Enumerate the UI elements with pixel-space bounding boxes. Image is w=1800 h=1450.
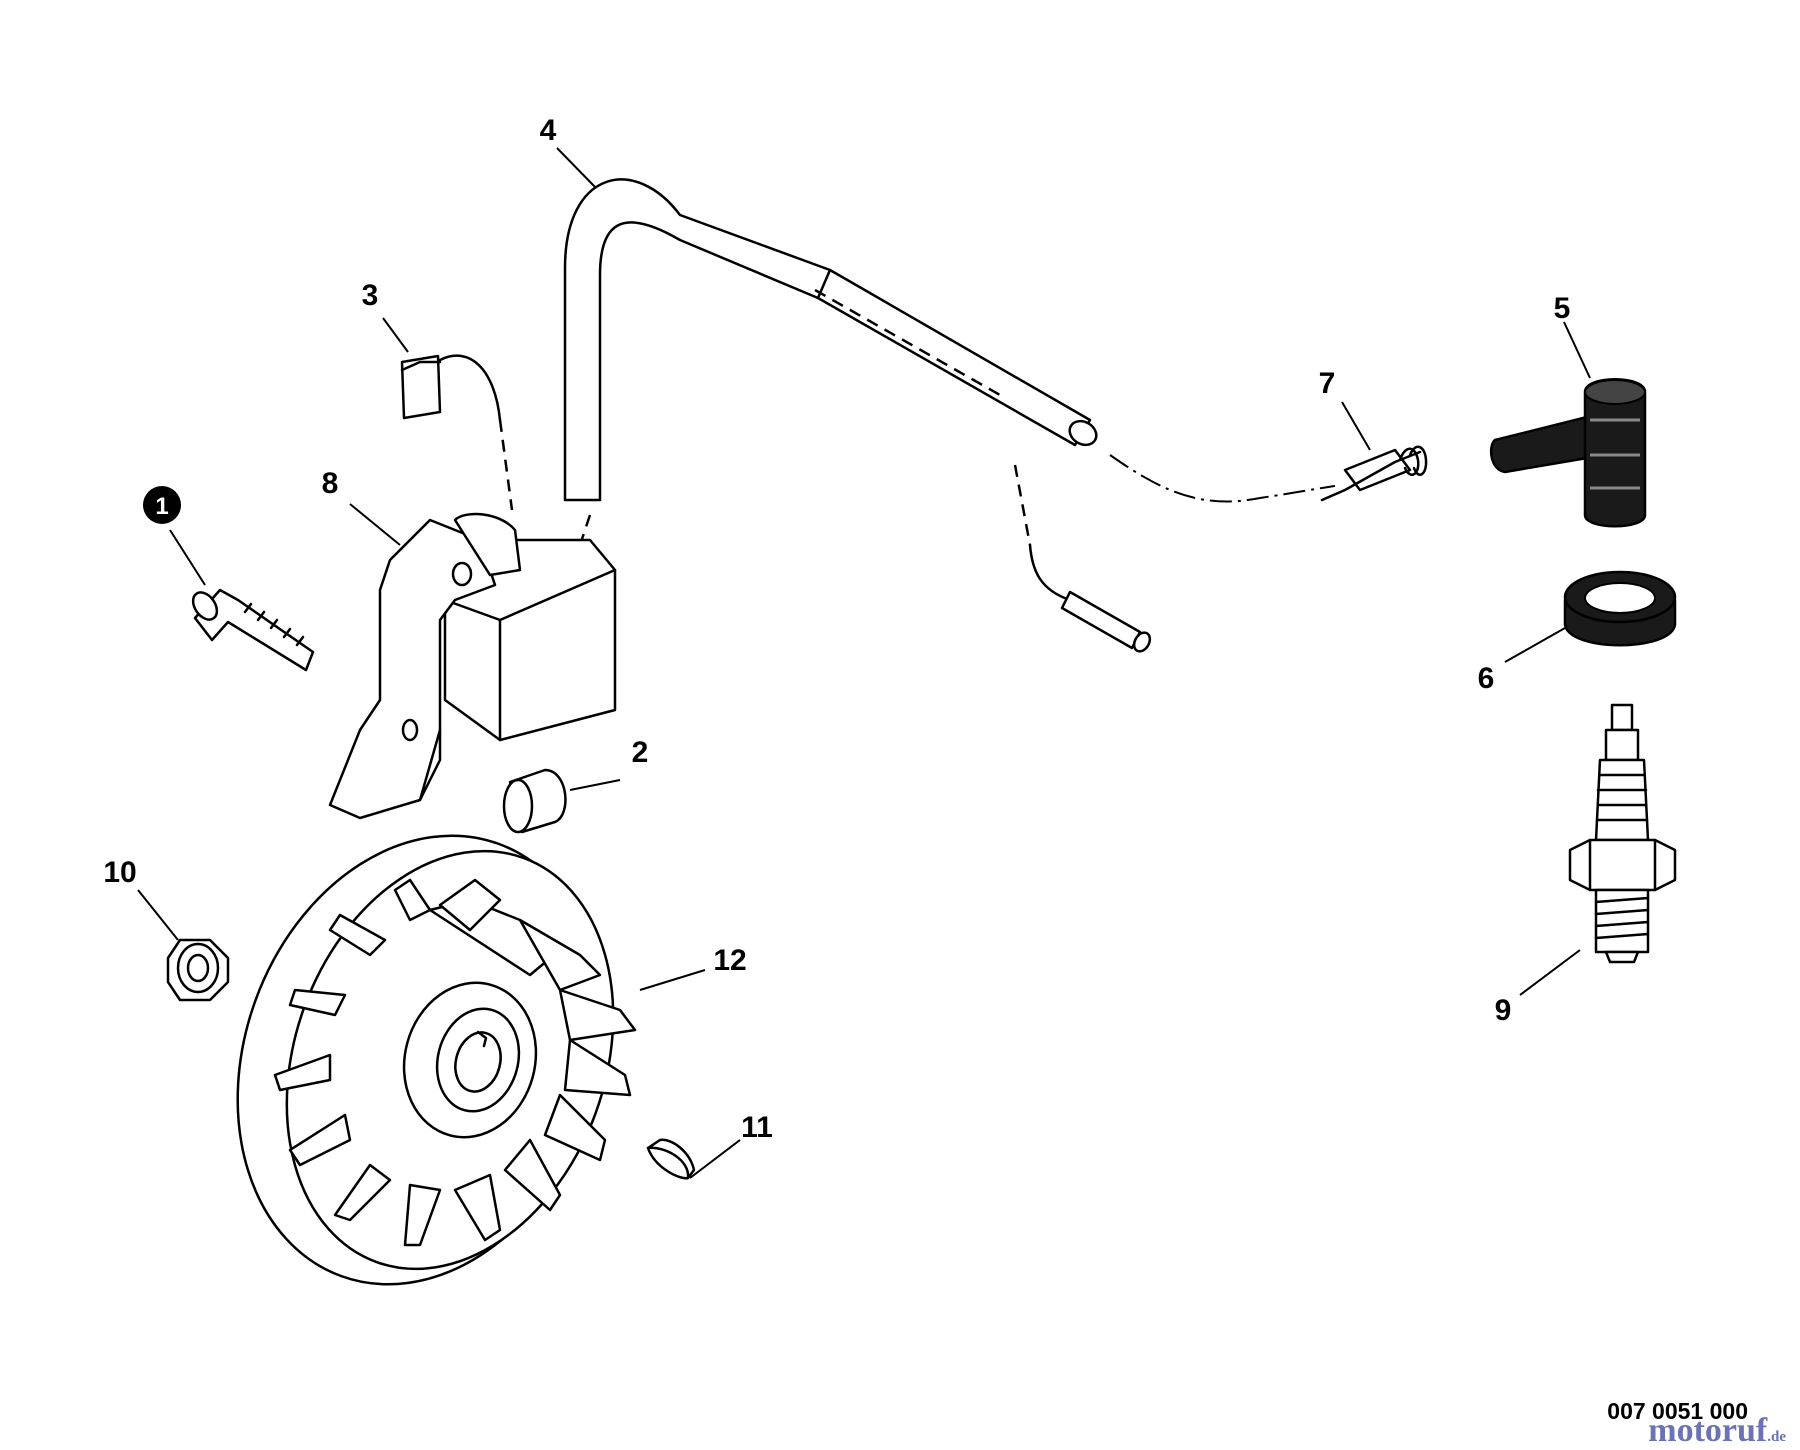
ground-wire-connector[interactable] — [1013, 464, 1153, 654]
callout-1: 1 — [143, 486, 181, 524]
part-1-screw[interactable] — [188, 588, 315, 672]
part-2-spacer[interactable] — [502, 768, 567, 834]
part-4-ignition-lead[interactable] — [563, 178, 1101, 561]
callout-2: 2 — [632, 736, 649, 769]
part-7-spring-clip[interactable] — [1320, 445, 1428, 502]
callout-10: 10 — [103, 856, 136, 889]
svg-text:1: 1 — [155, 493, 168, 520]
callout-7: 7 — [1319, 367, 1336, 400]
watermark-logo: motoruf.de — [1648, 1412, 1786, 1449]
callout-5: 5 — [1554, 292, 1571, 325]
part-8-ignition-coil[interactable] — [328, 512, 617, 820]
callout-8: 8 — [322, 467, 339, 500]
part-6-grommet[interactable] — [1563, 570, 1677, 647]
part-10-nut[interactable] — [166, 938, 230, 1002]
callout-11: 11 — [741, 1111, 773, 1144]
callout-4: 4 — [540, 114, 557, 147]
leader-lines — [137, 147, 1591, 1179]
part-11-woodruff-key[interactable] — [646, 1138, 696, 1180]
lead-path-dashdot — [1109, 454, 1336, 503]
callout-12: 12 — [713, 944, 746, 977]
callout-9: 9 — [1495, 994, 1512, 1027]
part-5-spark-plug-boot[interactable] — [1489, 378, 1647, 528]
drawing-number: 007 0051 000 — [1607, 1398, 1748, 1424]
callout-6: 6 — [1478, 662, 1495, 695]
part-12-flywheel[interactable] — [177, 784, 669, 1336]
part-3-short-circuit-wire[interactable] — [400, 354, 514, 511]
part-9-spark-plug[interactable] — [1568, 703, 1677, 964]
callout-3: 3 — [362, 279, 379, 312]
